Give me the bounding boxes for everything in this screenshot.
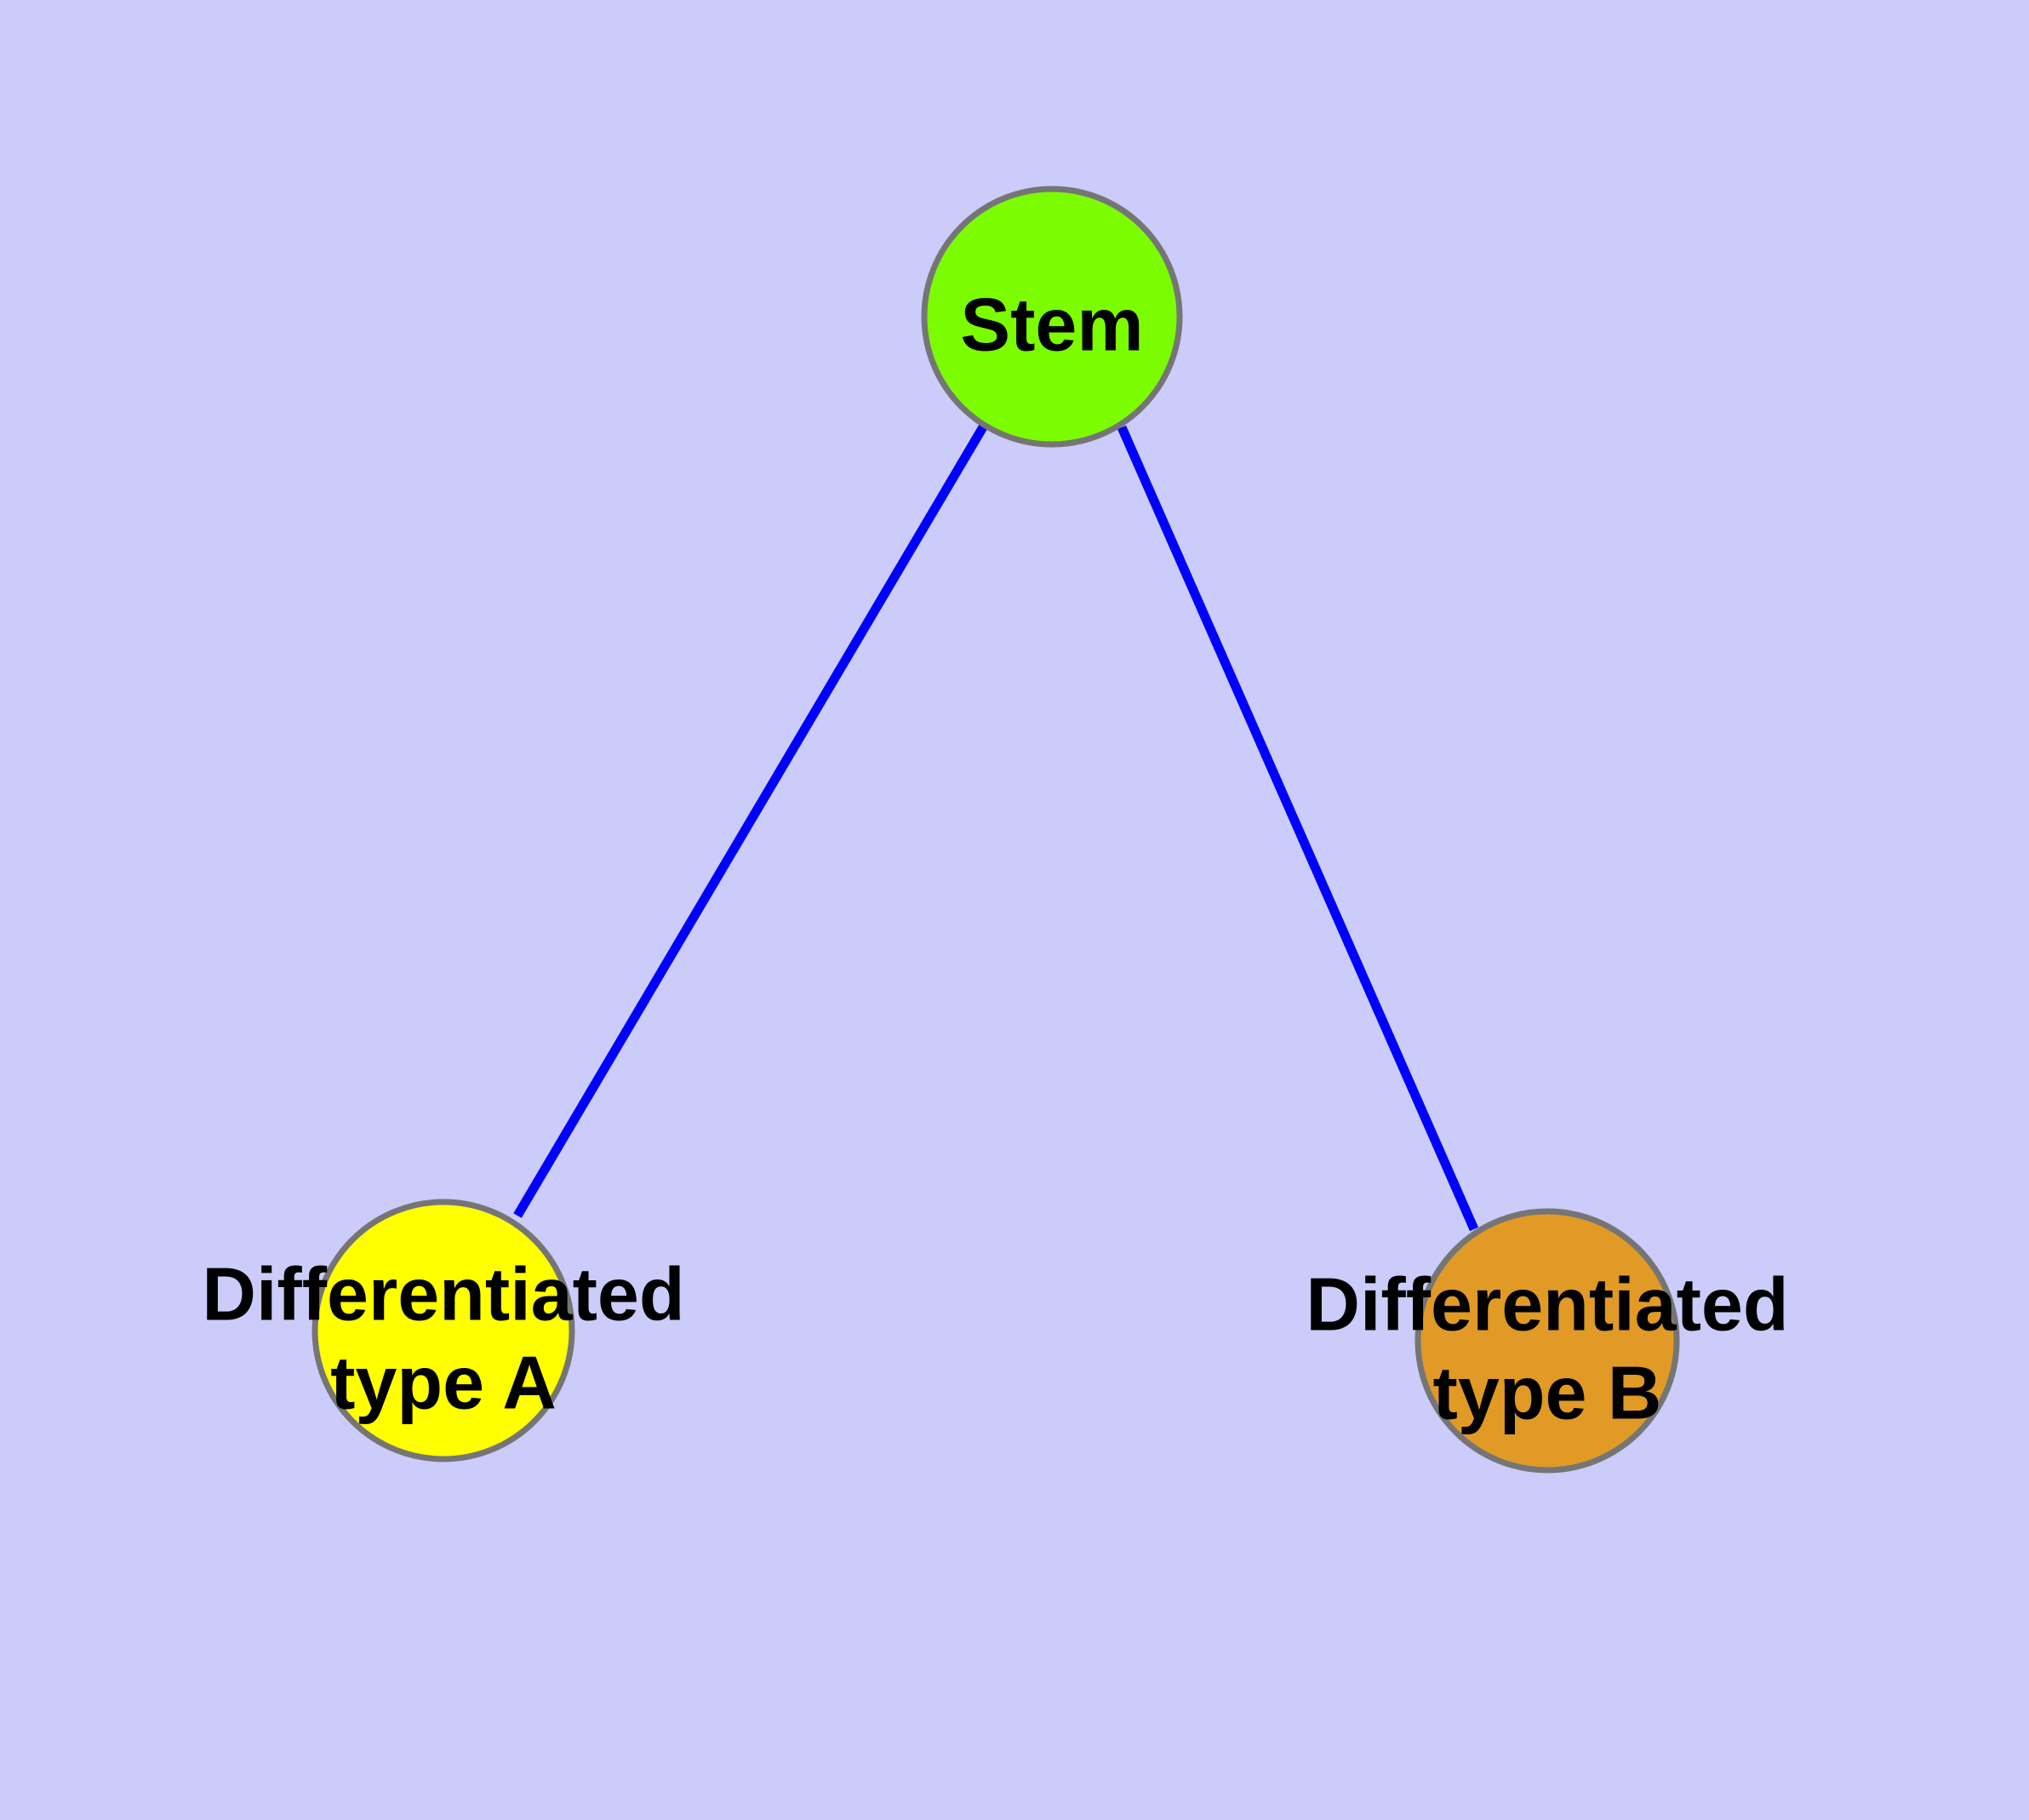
- node-differentiated-type-a-circle[interactable]: [311, 1199, 575, 1462]
- node-differentiated-type-a[interactable]: Differentiated type A: [202, 1199, 685, 1462]
- node-differentiated-type-b[interactable]: Differentiated type B: [1306, 1208, 1789, 1474]
- node-stem-label: Stem: [960, 282, 1143, 366]
- edge-stem-to-differentiated-type-a[interactable]: [513, 423, 988, 1218]
- node-stem-circle[interactable]: [921, 186, 1183, 448]
- node-stem[interactable]: Stem: [921, 186, 1183, 448]
- edge-stem-to-differentiated-type-b[interactable]: [1117, 425, 1479, 1232]
- node-differentiated-type-a-label-line1: Differentiated: [202, 1251, 684, 1336]
- node-differentiated-type-b-circle[interactable]: [1415, 1208, 1680, 1474]
- edge-layer: [513, 423, 1479, 1232]
- node-differentiated-type-a-label-line2: type A: [330, 1340, 557, 1424]
- node-differentiated-type-b-label-line1: Differentiated: [1306, 1262, 1788, 1346]
- node-differentiated-type-b-label-line2: type B: [1433, 1350, 1662, 1434]
